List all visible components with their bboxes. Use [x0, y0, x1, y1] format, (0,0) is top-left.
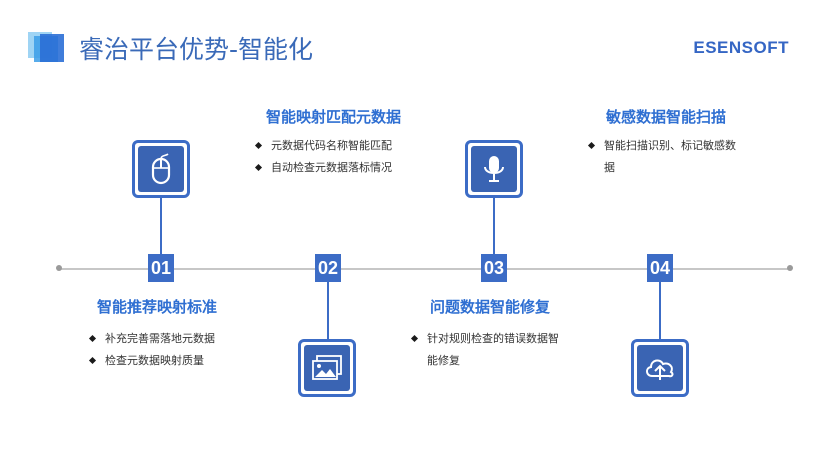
- step-number-01: 01: [148, 254, 174, 282]
- bullet-text: 能修复: [427, 354, 460, 367]
- step-02-bullets: 元数据代码名称智能匹配 自动检查元数据落标情况: [255, 135, 392, 179]
- bullet-item: 针对规则检查的错误数据智 能修复: [411, 328, 586, 372]
- step-number-02: 02: [315, 254, 341, 282]
- bullet-item: 自动检查元数据落标情况: [255, 157, 392, 179]
- timeline-line: [59, 268, 790, 270]
- brand-logo-text: ESENSOFT: [693, 38, 789, 57]
- bullet-text: 据: [604, 161, 615, 174]
- step-03-heading: 问题数据智能修复: [430, 298, 551, 316]
- step-number-03: 03: [481, 254, 507, 282]
- connector-line-04: [659, 282, 661, 342]
- step-number-04: 04: [647, 254, 673, 282]
- page-title: 睿治平台优势-智能化: [79, 35, 314, 64]
- cloud-upload-icon: [646, 359, 674, 380]
- microphone-icon: [484, 156, 504, 182]
- image-icon: [312, 355, 342, 380]
- step-04-heading: 敏感数据智能扫描: [606, 108, 727, 126]
- timeline-end-dot: [787, 265, 793, 271]
- step-01-bullets: 补充完善需落地元数据 检查元数据映射质量: [89, 328, 215, 372]
- bullet-item: 检查元数据映射质量: [89, 350, 215, 372]
- bullet-item: 智能扫描识别、标记敏感数 据: [588, 135, 768, 179]
- timeline-start-dot: [56, 265, 62, 271]
- bullet-item: 补充完善需落地元数据: [89, 328, 215, 350]
- bullet-item: 元数据代码名称智能匹配: [255, 135, 392, 157]
- connector-line-03: [493, 196, 495, 256]
- connector-line-02: [327, 282, 329, 342]
- step-01-heading: 智能推荐映射标准: [97, 298, 218, 316]
- bullet-text: 针对规则检查的错误数据智: [427, 332, 559, 345]
- bullet-text: 智能扫描识别、标记敏感数: [604, 139, 736, 152]
- step-04-bullets: 智能扫描识别、标记敏感数 据: [588, 135, 768, 179]
- step-03-bullets: 针对规则检查的错误数据智 能修复: [411, 328, 586, 372]
- step-03-icon-box: [465, 140, 523, 198]
- mouse-icon: [151, 153, 171, 185]
- step-02-heading: 智能映射匹配元数据: [266, 108, 402, 126]
- step-01-icon-box: [132, 140, 190, 198]
- connector-line-01: [160, 196, 162, 256]
- step-04-icon-box: [631, 339, 689, 397]
- step-02-icon-box: [298, 339, 356, 397]
- logo-icon: [28, 30, 66, 64]
